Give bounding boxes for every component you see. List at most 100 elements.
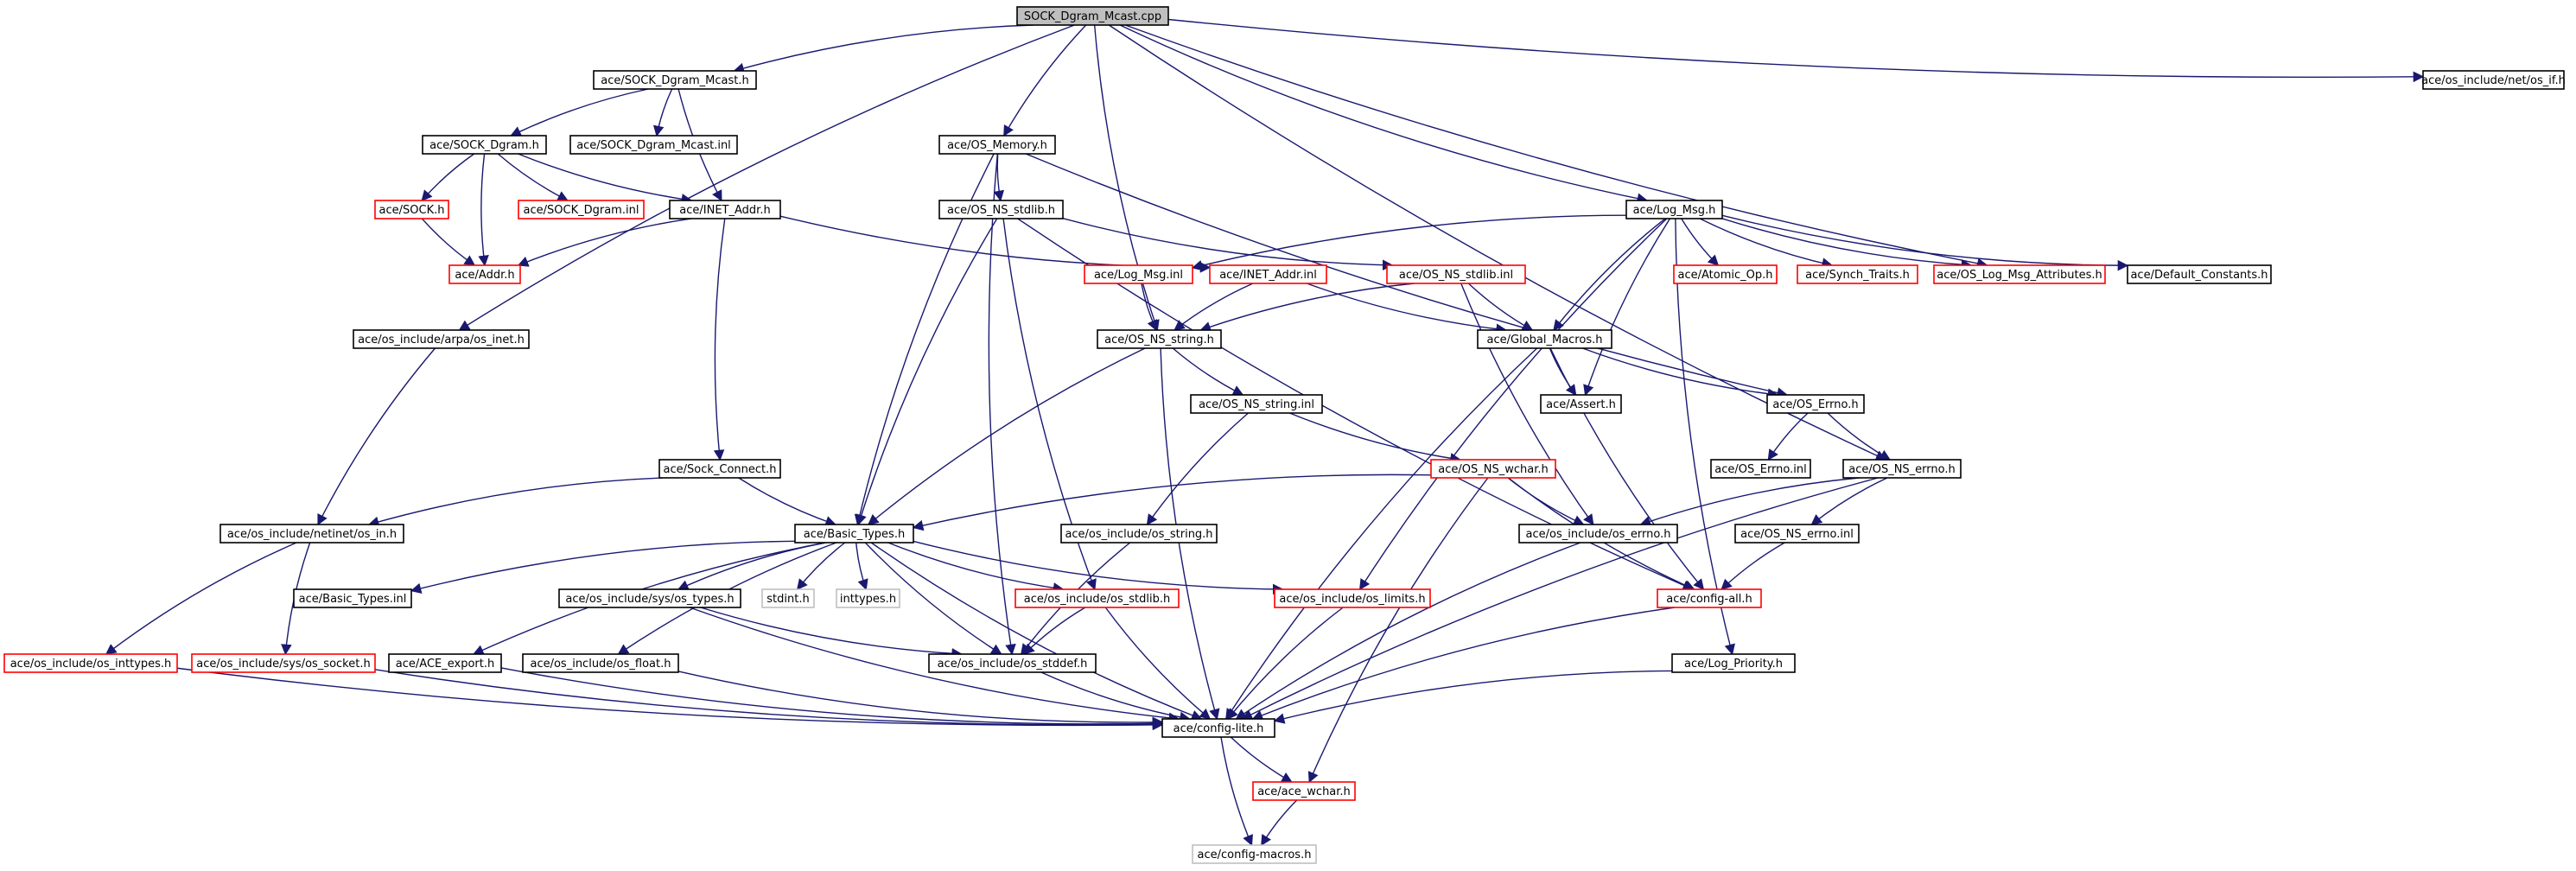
node-inet_addr_inl[interactable]: ace/INET_Addr.inl <box>1209 264 1327 284</box>
node-box <box>1540 394 1622 414</box>
node-addr_h[interactable]: ace/Addr.h <box>448 264 521 284</box>
node-box <box>761 588 815 608</box>
edge-os_ns_stdlib_inl-to-os_ns_string_h <box>1199 283 1415 333</box>
node-os_ns_stdlib_h[interactable]: ace/OS_NS_stdlib.h <box>938 200 1064 219</box>
node-box <box>518 200 645 219</box>
node-os_if_h[interactable]: ace/os_include/net/os_if.h <box>2421 70 2566 90</box>
node-box <box>1192 844 1317 864</box>
node-sock_dgram_inl[interactable]: ace/SOCK_Dgram.inl <box>518 200 645 219</box>
node-config_lite_h[interactable]: ace/config-lite.h <box>1161 718 1275 738</box>
node-synch_traits_h[interactable]: ace/Synch_Traits.h <box>1797 264 1918 284</box>
node-os_ns_errno_inl[interactable]: ace/OS_NS_errno.inl <box>1734 524 1860 544</box>
edge-os_ns_string_inl-to-os_string_h <box>1146 412 1249 526</box>
edge-sock_h-to-addr_h <box>421 218 476 266</box>
node-os_errno_h_upper[interactable]: ace/OS_Errno.h <box>1766 394 1865 414</box>
node-atomic_op_h[interactable]: ace/Atomic_Op.h <box>1673 264 1778 284</box>
edge-basic_types_h-to-stdint_h <box>796 542 846 590</box>
node-os_include_os_stdlib_h[interactable]: ace/os_include/os_stdlib.h <box>1014 588 1180 608</box>
node-netinet_os_in_h[interactable]: ace/os_include/netinet/os_in.h <box>219 524 404 544</box>
node-box <box>1933 264 2106 284</box>
node-label: ace/ACE_export.h <box>396 658 494 671</box>
node-ace_export_h[interactable]: ace/ACE_export.h <box>388 653 502 673</box>
edge-os_ns_errno_inl-to-config_all_h <box>1721 542 1785 590</box>
node-sock_connect_h[interactable]: ace/Sock_Connect.h <box>658 459 781 479</box>
edge-basic_types_h-to-basic_types_inl <box>410 540 796 594</box>
node-box <box>836 588 900 608</box>
node-config_all_h[interactable]: ace/config-all.h <box>1657 588 1762 608</box>
edge-log_msg_h-to-os_include_os_limits_h <box>1359 218 1668 591</box>
edge-log_msg_h-to-global_macros_h <box>1553 218 1666 331</box>
node-label: ace/os_include/os_string.h <box>1065 528 1212 541</box>
node-global_macros_h[interactable]: ace/Global_Macros.h <box>1477 329 1612 349</box>
node-label: ace/Atomic_Op.h <box>1678 269 1773 282</box>
node-label: stdint.h <box>766 593 809 606</box>
node-basic_types_h[interactable]: ace/Basic_Types.h <box>794 524 914 544</box>
node-os_ns_stdlib_inl[interactable]: ace/OS_NS_stdlib.inl <box>1386 264 1526 284</box>
node-label: ace/os_include/os_float.h <box>530 658 671 671</box>
node-assert_h[interactable]: ace/Assert.h <box>1540 394 1622 414</box>
node-log_msg_inl[interactable]: ace/Log_Msg.inl <box>1084 264 1193 284</box>
edge-inet_addr_h-to-sock_connect_h <box>713 218 726 461</box>
edge-os_ns_string_h-to-os_ns_string_inl <box>1172 347 1244 396</box>
node-label: ace/SOCK_Dgram.h <box>429 139 539 152</box>
node-label: ace/INET_Addr.h <box>679 204 770 217</box>
node-box <box>1673 264 1778 284</box>
node-label: ace/OS_NS_stdlib.inl <box>1399 269 1513 282</box>
edge-config_all_h-to-config_lite_h <box>1251 607 1676 721</box>
node-os_include_os_errno_h[interactable]: ace/os_include/os_errno.h <box>1518 524 1678 544</box>
node-box <box>3 653 178 673</box>
node-os_stddef_h[interactable]: ace/os_include/os_stddef.h <box>928 653 1097 673</box>
node-os_errno_inl[interactable]: ace/OS_Errno.inl <box>1710 459 1811 479</box>
node-inet_addr_h[interactable]: ace/INET_Addr.h <box>669 200 781 219</box>
edge-global_macros_h-to-assert_h <box>1549 347 1577 397</box>
node-os_include_os_limits_h[interactable]: ace/os_include/os_limits.h <box>1274 588 1431 608</box>
node-box <box>1386 264 1526 284</box>
node-label: ace/Log_Msg.h <box>1633 204 1716 217</box>
node-sock_dgram_mcast_inl[interactable]: ace/SOCK_Dgram_Mcast.inl <box>569 135 738 155</box>
node-box <box>448 264 521 284</box>
edge-log_msg_h-to-default_constants_h <box>1721 214 2129 271</box>
node-os_ns_wchar_h[interactable]: ace/OS_NS_wchar.h <box>1430 459 1556 479</box>
node-label: ace/os_include/sys/os_socket.h <box>196 658 370 671</box>
node-label: ace/OS_NS_string.h <box>1104 334 1214 346</box>
node-root[interactable]: SOCK_Dgram_Mcast.cpp <box>1016 6 1169 26</box>
edge-os_memory_h-to-os_errno_h_upper <box>1025 153 1789 398</box>
edge-ace_wchar_h-to-config_macros_h <box>1261 799 1298 847</box>
node-sock_dgram_mcast_h[interactable]: ace/SOCK_Dgram_Mcast.h <box>593 70 757 90</box>
edge-root-to-arpa_os_inet_h <box>458 24 1075 331</box>
node-basic_types_inl[interactable]: ace/Basic_Types.inl <box>293 588 412 608</box>
node-box <box>1084 264 1193 284</box>
node-os_memory_h[interactable]: ace/OS_Memory.h <box>938 135 1056 155</box>
node-os_string_h[interactable]: ace/os_include/os_string.h <box>1060 524 1218 544</box>
edge-os_ns_wchar_h-to-basic_types_h <box>912 474 1432 531</box>
node-sys_os_socket_h[interactable]: ace/os_include/sys/os_socket.h <box>191 653 376 673</box>
node-box <box>293 588 412 608</box>
node-sock_h[interactable]: ace/SOCK.h <box>374 200 449 219</box>
node-os_log_msg_attributes_h[interactable]: ace/OS_Log_Msg_Attributes.h <box>1933 264 2106 284</box>
edge-sys_os_socket_h-to-config_lite_h <box>374 669 1164 730</box>
node-box <box>1797 264 1918 284</box>
node-ace_wchar_h[interactable]: ace/ace_wchar.h <box>1252 781 1356 801</box>
edge-log_msg_h-to-atomic_op_h <box>1681 218 1720 266</box>
edge-basic_types_h-to-config_lite_h <box>870 542 1203 721</box>
node-box <box>422 135 547 155</box>
edge-os_ns_wchar_h-to-ace_wchar_h <box>1307 477 1489 784</box>
edge-sock_connect_h-to-basic_types_h <box>738 477 836 527</box>
node-os_inttypes_h[interactable]: ace/os_include/os_inttypes.h <box>3 653 178 673</box>
node-label: ace/Basic_Types.h <box>804 528 905 541</box>
node-arpa_os_inet_h[interactable]: ace/os_include/arpa/os_inet.h <box>353 329 530 349</box>
node-os_ns_string_inl[interactable]: ace/OS_NS_string.inl <box>1190 394 1323 414</box>
node-os_ns_string_h[interactable]: ace/OS_NS_string.h <box>1097 329 1222 349</box>
node-log_priority_h[interactable]: ace/Log_Priority.h <box>1671 653 1796 673</box>
node-os_ns_errno_h[interactable]: ace/OS_NS_errno.h <box>1842 459 1962 479</box>
node-box <box>1766 394 1865 414</box>
node-default_constants_h[interactable]: ace/Default_Constants.h <box>2127 264 2272 284</box>
node-log_msg_h[interactable]: ace/Log_Msg.h <box>1625 200 1723 219</box>
node-sock_dgram_h[interactable]: ace/SOCK_Dgram.h <box>422 135 547 155</box>
node-box <box>1252 781 1356 801</box>
edge-inet_addr_inl-to-global_macros_h <box>1307 283 1507 335</box>
node-os_float_h[interactable]: ace/os_include/os_float.h <box>522 653 679 673</box>
node-sys_os_types_h[interactable]: ace/os_include/sys/os_types.h <box>558 588 741 608</box>
node-label: ace/OS_NS_stdlib.h <box>947 204 1055 217</box>
node-label: ace/ace_wchar.h <box>1257 785 1351 798</box>
